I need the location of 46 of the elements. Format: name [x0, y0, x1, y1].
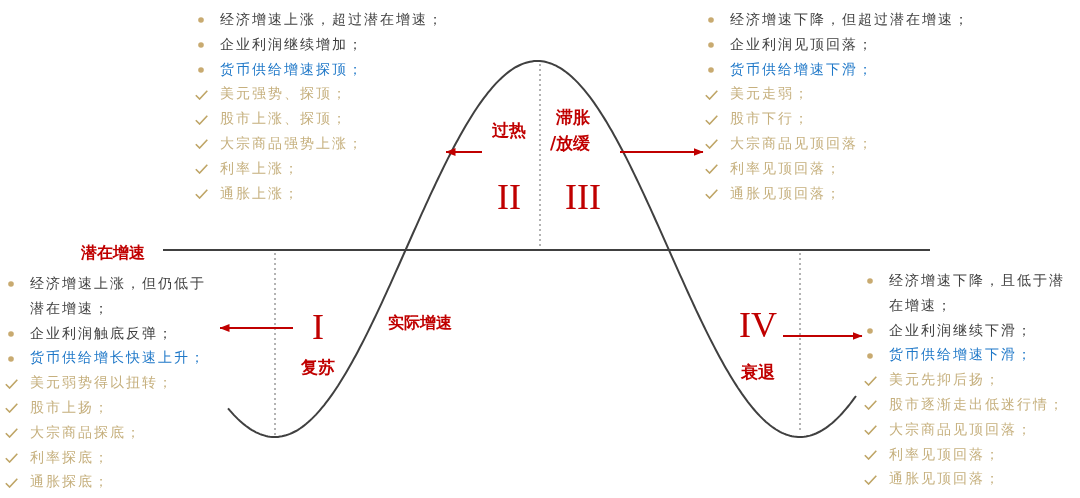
- list-item: 企业利润见顶回落；: [730, 35, 874, 54]
- phase-label: 滞胀/放缓: [550, 106, 592, 155]
- phase-numeral: II: [497, 179, 521, 215]
- list-item: 货币供给增长快速上升；: [30, 349, 206, 368]
- list-item: 通胀见顶回落；: [889, 470, 1001, 489]
- list-item: 企业利润继续增加；: [220, 35, 364, 54]
- curve-label: 实际增速: [388, 314, 452, 332]
- list-item: 通胀上涨；: [220, 184, 300, 203]
- list-item: 利率探底；: [30, 448, 110, 467]
- line-label: 潜在增速: [81, 244, 145, 262]
- list-item: 美元先抑后扬；: [889, 371, 1001, 390]
- list-item: 大宗商品强势上涨；: [220, 135, 364, 153]
- phase-label: 过热: [492, 119, 526, 141]
- phase-numeral: III: [565, 179, 601, 215]
- list-item: 通胀见顶回落；: [730, 184, 842, 203]
- list-item: 经济增速下降，且低于潜在增速；: [889, 272, 1066, 315]
- list-item: 股市下行；: [730, 110, 810, 129]
- list-item: 货币供给增速下滑；: [730, 60, 874, 79]
- arrow: [219, 324, 294, 332]
- phase-numeral: I: [312, 309, 324, 345]
- list-item: 通胀探底；: [30, 473, 110, 492]
- list-item: 大宗商品探底；: [30, 423, 142, 442]
- arrow: [445, 148, 483, 156]
- phase-label: 复苏: [301, 356, 335, 378]
- phase-label: 衰退: [741, 361, 775, 383]
- arrow: [619, 148, 704, 156]
- list-item: 大宗商品见顶回落；: [730, 135, 874, 153]
- list-item: 大宗商品见顶回落；: [889, 420, 1033, 439]
- list-item: 股市上涨、探顶；: [220, 110, 348, 129]
- list-item: 股市上扬；: [30, 399, 110, 417]
- arrow: [782, 332, 863, 340]
- list-item: 经济增速上涨，但仍低于潜在增速；: [30, 275, 207, 318]
- list-item: 货币供给增速探顶；: [220, 60, 364, 79]
- list-item: 货币供给增速下滑；: [889, 346, 1033, 365]
- list-item: 经济增速上涨，超过潜在增速；: [220, 11, 444, 29]
- list-item: 利率见顶回落；: [730, 159, 842, 178]
- list-item: 经济增速下降，但超过潜在增速；: [730, 11, 970, 29]
- phase-numeral: IV: [739, 307, 777, 343]
- list-item: 美元弱势得以扭转；: [30, 374, 174, 393]
- list-item: 利率上涨；: [220, 159, 300, 178]
- list-item: 企业利润继续下滑；: [889, 321, 1033, 340]
- list-item: 利率见顶回落；: [889, 445, 1001, 464]
- list-item: 企业利润触底反弹；: [30, 324, 174, 343]
- list-item: 股市逐渐走出低迷行情；: [889, 396, 1065, 414]
- list-item: 美元强势、探顶；: [220, 85, 348, 104]
- list-item: 美元走弱；: [730, 85, 810, 104]
